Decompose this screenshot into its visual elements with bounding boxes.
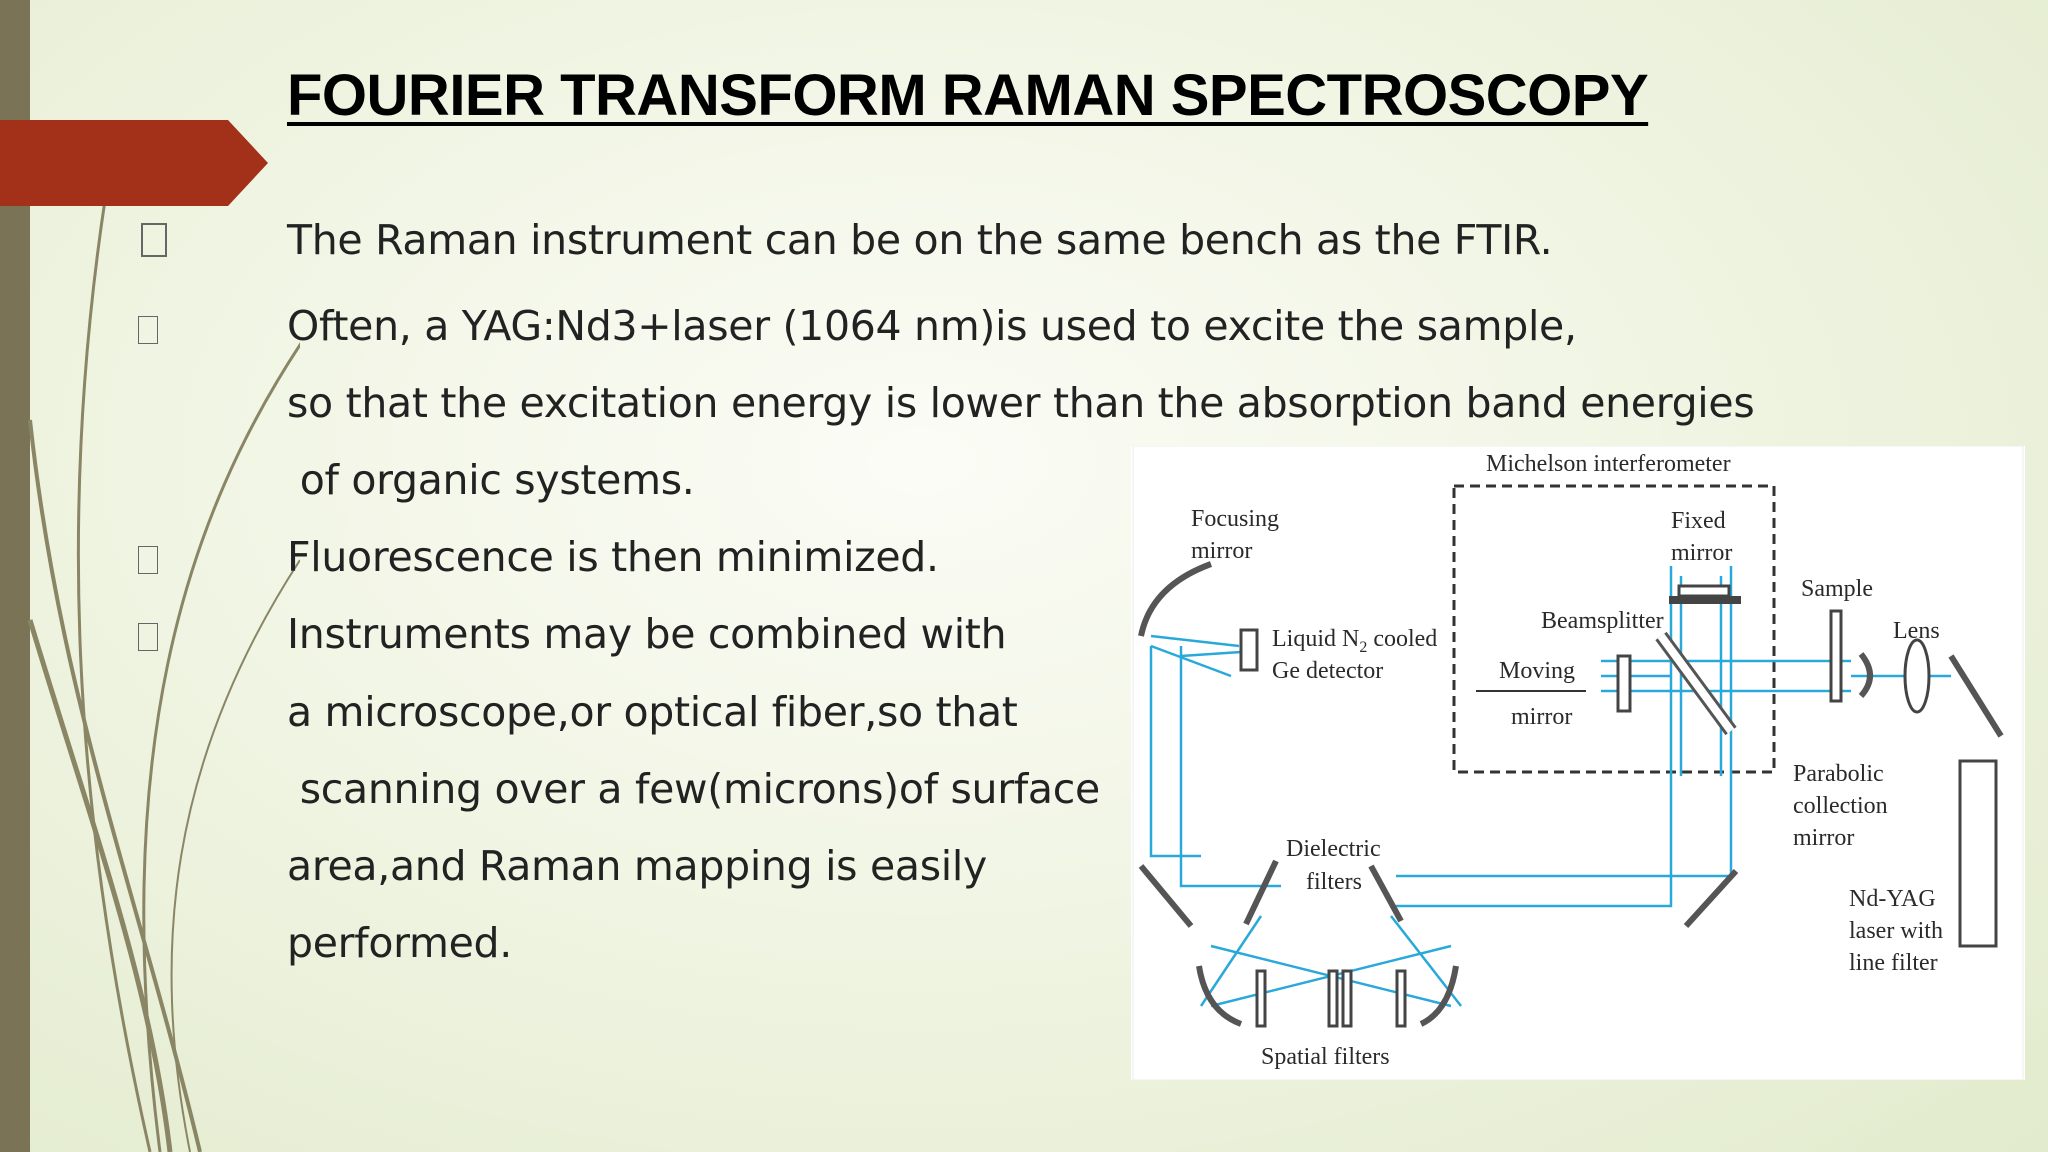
beam-paths bbox=[1149, 566, 1951, 1008]
svg-text:Fixed: Fixed bbox=[1671, 508, 1726, 534]
text-line-5: Fluorescence is then minimized. bbox=[287, 533, 939, 581]
bullet-3 bbox=[133, 542, 163, 578]
svg-text:Nd-YAG: Nd-YAG bbox=[1849, 886, 1936, 912]
text-line-9: area,and Raman mapping is easily bbox=[287, 842, 987, 890]
bullet-1 bbox=[139, 222, 169, 258]
svg-text:Sample: Sample bbox=[1801, 576, 1873, 602]
svg-text:Liquid N2 cooled: Liquid N2 cooled bbox=[1272, 626, 1437, 656]
diagram-labels: Michelson interferometer Focusing mirror… bbox=[1191, 451, 1943, 1070]
svg-text:Moving: Moving bbox=[1499, 658, 1575, 684]
bullet-4 bbox=[133, 619, 163, 655]
svg-text:collection: collection bbox=[1793, 793, 1888, 819]
text-line-6: Instruments may be combined with bbox=[287, 610, 1007, 658]
svg-text:Spatial filters: Spatial filters bbox=[1261, 1044, 1390, 1070]
svg-text:mirror: mirror bbox=[1671, 540, 1732, 566]
bullet-2 bbox=[133, 312, 163, 348]
text-line-7: a microscope,or optical fiber,so that bbox=[287, 688, 1018, 736]
svg-text:Michelson interferometer: Michelson interferometer bbox=[1486, 451, 1731, 477]
interferometer-box bbox=[1452, 484, 1776, 774]
svg-text:laser with: laser with bbox=[1849, 918, 1943, 944]
svg-text:mirror: mirror bbox=[1793, 825, 1854, 851]
ft-raman-diagram: Michelson interferometer Focusing mirror… bbox=[1131, 446, 2025, 1080]
svg-text:Parabolic: Parabolic bbox=[1793, 761, 1884, 787]
text-line-3: so that the excitation energy is lower t… bbox=[287, 379, 1755, 427]
svg-text:Ge detector: Ge detector bbox=[1272, 658, 1383, 684]
svg-text:Lens: Lens bbox=[1893, 618, 1940, 644]
optical-elements bbox=[1138, 561, 2004, 1028]
text-line-8: scanning over a few(microns)of surface bbox=[287, 765, 1100, 813]
text-line-1: The Raman instrument can be on the same … bbox=[287, 216, 1553, 264]
svg-text:filters: filters bbox=[1306, 869, 1362, 895]
svg-text:Beamsplitter: Beamsplitter bbox=[1541, 608, 1664, 634]
text-line-4: of organic systems. bbox=[287, 456, 695, 504]
title-arrow-banner bbox=[0, 120, 268, 206]
svg-text:mirror: mirror bbox=[1191, 538, 1252, 564]
diagram-svg: Michelson interferometer Focusing mirror… bbox=[1132, 446, 2024, 1080]
text-line-2: Often, a YAG:Nd3+laser (1064 nm)is used … bbox=[287, 302, 1577, 350]
slide-title: FOURIER TRANSFORM RAMAN SPECTROSCOPY bbox=[287, 63, 1649, 128]
decorative-curves bbox=[27, 199, 300, 1152]
svg-text:Dielectric: Dielectric bbox=[1286, 836, 1381, 862]
svg-text:line filter: line filter bbox=[1849, 950, 1938, 976]
svg-text:Focusing: Focusing bbox=[1191, 506, 1279, 532]
text-line-10: performed. bbox=[287, 919, 512, 967]
svg-text:mirror: mirror bbox=[1511, 704, 1572, 730]
